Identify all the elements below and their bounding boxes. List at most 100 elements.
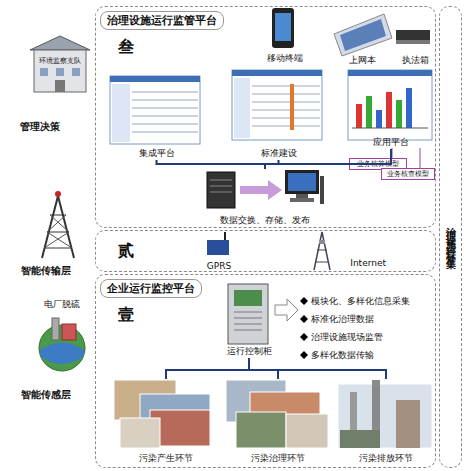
bus-connector	[166, 358, 249, 379]
screenshot-standard	[252, 94, 320, 95]
plant-globe-icon	[40, 343, 84, 365]
node-label: Internet	[350, 258, 386, 268]
site-photo-treatment	[236, 412, 286, 448]
mobile-phone	[272, 8, 294, 48]
building-icon	[72, 68, 80, 76]
screenshot-standard	[252, 102, 320, 103]
exchange-arrow	[240, 180, 282, 200]
data-center: 数据交换、存储、发布	[201, 169, 329, 227]
bus-connector	[265, 160, 279, 169]
screenshot-application	[348, 70, 432, 76]
screenshot-standard	[232, 70, 322, 76]
plant-globe-icon	[52, 318, 59, 340]
screenshot-application	[386, 92, 392, 128]
screenshot-standard	[232, 70, 322, 140]
building-icon	[34, 50, 86, 92]
screenshot-integrated	[132, 108, 198, 109]
building-icon	[30, 36, 90, 50]
internet-tower	[317, 250, 327, 251]
building-icon	[40, 68, 48, 76]
purple-bracket	[420, 148, 421, 168]
netbook	[334, 14, 392, 56]
bullet-diamond	[300, 333, 308, 341]
site-photo-emission	[338, 380, 432, 448]
transmission-tower	[44, 232, 69, 248]
node-label: 数据交换、存储、发布	[201, 214, 329, 227]
computer-icon	[290, 198, 314, 202]
node-label: 集成平台	[109, 147, 204, 160]
screenshot-application	[352, 128, 428, 129]
computer-icon	[320, 176, 324, 204]
control-cabinet	[228, 284, 268, 344]
screenshot-application	[356, 104, 362, 128]
node-label: 运行控制柜	[217, 345, 281, 358]
feature-text: 治理设施现场监管	[311, 331, 436, 344]
screenshot-integrated	[110, 76, 200, 82]
transmission-tower	[47, 232, 69, 233]
screenshot-integrated	[132, 124, 198, 125]
node-label: 执法箱	[394, 54, 436, 67]
screenshot-standard	[232, 70, 322, 140]
transmission-tower	[50, 215, 69, 232]
screenshot-application	[348, 70, 432, 140]
internet-tower	[319, 240, 325, 244]
device-item: 上网本	[331, 11, 393, 67]
device-item: 移动终端	[259, 7, 311, 65]
site-photo-emission	[338, 384, 432, 448]
mobile-phone	[272, 8, 294, 48]
screenshot-standard	[252, 118, 320, 119]
transmission-tower	[44, 248, 72, 249]
feature-text: 多样化数据传输	[311, 349, 436, 362]
screenshot-integrated	[132, 116, 198, 117]
bullet-diamond	[300, 351, 308, 359]
layer-label: 智能传感层	[8, 388, 84, 402]
node-label: 污染产生环节	[111, 452, 221, 465]
screenshot-integrated	[110, 76, 200, 144]
bus-connector	[249, 358, 386, 379]
server-icon	[207, 172, 235, 208]
plant-globe-icon	[39, 325, 85, 371]
site-photo-emission	[396, 400, 420, 448]
network-item: GPRS	[199, 233, 239, 271]
enforcement-box	[396, 40, 430, 44]
building-icon	[56, 68, 64, 76]
node-label: 治理设施运行标准集	[444, 219, 458, 255]
server-icon	[210, 192, 232, 193]
screenshot-application	[396, 100, 402, 128]
netbook	[340, 19, 386, 51]
screenshot-integrated	[132, 100, 198, 101]
site-box: 污染排放环节	[336, 379, 436, 465]
computer-icon	[288, 173, 316, 191]
internet-tower	[315, 262, 329, 263]
platform-group: 治理设施运行监管平台叁移动终端上网本执法箱集成平台标准建设应用平台业务核算模型业…	[95, 6, 436, 228]
screenshot-application	[366, 96, 372, 128]
site-box: 污染产生环节	[111, 379, 221, 465]
site-photo-treatment	[226, 380, 328, 448]
building-icon	[30, 36, 90, 92]
node-label: GPRS	[199, 261, 239, 271]
screenshot-application	[376, 110, 382, 128]
control-cabinet	[234, 290, 262, 306]
site-photo-generation	[120, 418, 160, 448]
node-label: 贰	[118, 241, 134, 262]
enforcement-box	[396, 30, 430, 44]
platform-module: 应用平台	[346, 69, 436, 149]
transmission-tower	[58, 196, 74, 258]
node-label: 污染排放环节	[336, 452, 436, 465]
screenshot-integrated	[112, 84, 130, 142]
hollow-arrow	[275, 299, 298, 321]
control-cabinet	[234, 312, 262, 313]
model-box: 业务核查模型	[381, 168, 435, 180]
control-cabinet	[228, 284, 268, 344]
feature-text: 模块化、多样化信息采集	[311, 295, 436, 308]
bullet-diamond	[300, 297, 308, 359]
gprs-modem	[224, 232, 226, 240]
transmission-group: 贰 GPRS Internet	[95, 230, 436, 272]
layer-label: 电厂脱硫	[34, 298, 90, 311]
enforcement-box	[396, 30, 430, 40]
mobile-phone	[275, 13, 291, 41]
site-photo-emission	[340, 430, 380, 448]
